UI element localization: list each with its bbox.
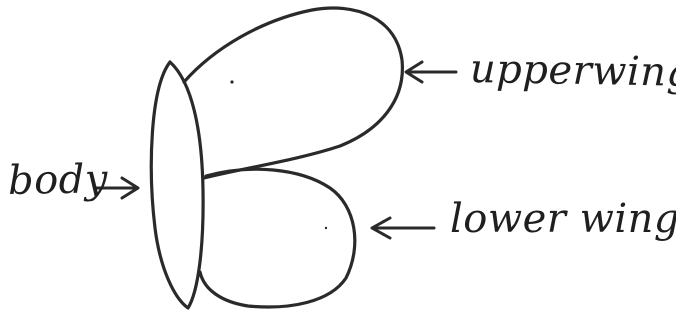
lower-wing-label: lower wing [450, 196, 676, 242]
upper-wing-arrow [406, 62, 456, 82]
body-label: body [8, 156, 109, 204]
ink-dot [325, 227, 327, 229]
lower-wing-arrow [372, 218, 434, 238]
lower-wing-shape [200, 169, 355, 307]
upper-wing-shape [184, 8, 402, 178]
upper-wing-label: upperwing [470, 46, 676, 96]
body-shape [151, 62, 203, 308]
ink-dot [230, 80, 233, 83]
